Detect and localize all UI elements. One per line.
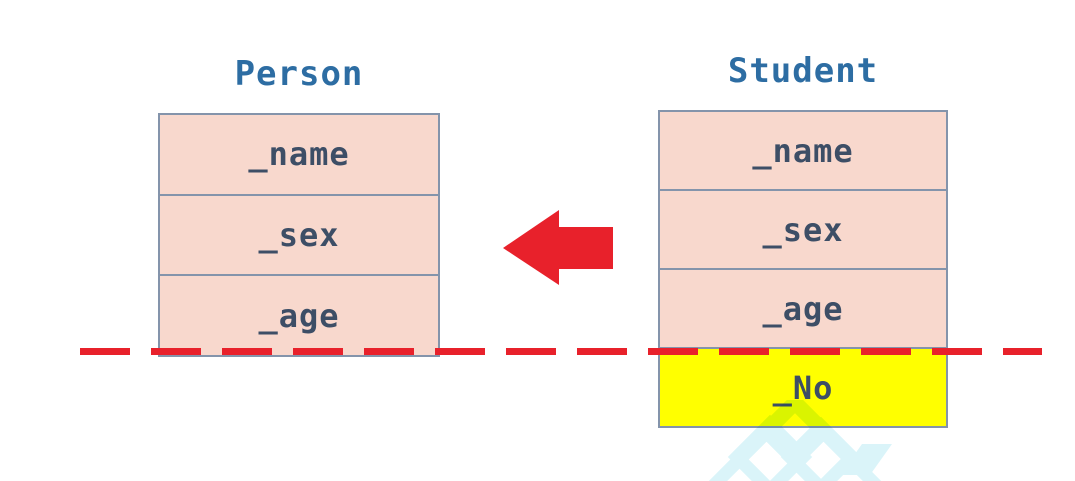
student-field-label: _name: [752, 131, 854, 170]
student-class-box: _name _sex _age _No: [658, 110, 948, 428]
student-field-label: _sex: [762, 210, 844, 249]
person-field-label: _age: [258, 296, 340, 335]
person-field-row: _age: [160, 274, 438, 356]
person-class-box: _name _sex _age: [158, 113, 440, 357]
student-class-title: Student: [727, 51, 879, 91]
person-class-title: Person: [234, 54, 364, 94]
person-field-row: _name: [160, 115, 438, 194]
student-extra-field-row: _No: [660, 347, 946, 426]
person-field-row: _sex: [160, 193, 438, 275]
person-field-label: _sex: [258, 216, 340, 254]
person-field-label: _name: [248, 135, 350, 174]
student-field-row: _sex: [660, 189, 946, 268]
student-field-row: _name: [660, 112, 946, 189]
left-arrow-icon: [503, 210, 613, 285]
student-field-row: _age: [660, 268, 946, 347]
student-extra-field-label: _No: [772, 368, 834, 407]
student-field-label: _age: [762, 289, 844, 328]
slicing-dashed-line: [80, 348, 1042, 355]
